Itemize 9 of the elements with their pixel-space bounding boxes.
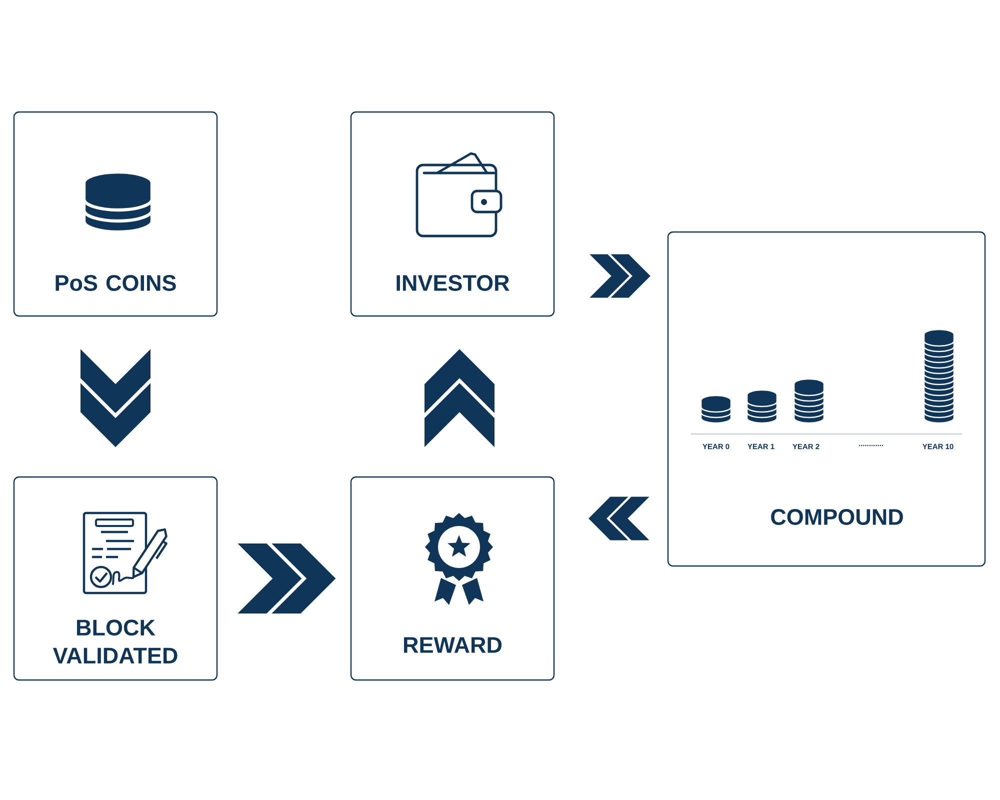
chevron-arrow xyxy=(424,349,494,448)
step-card: REWARD xyxy=(350,476,555,681)
step-card: INVESTOR xyxy=(350,111,555,317)
step-card: PoS COINS xyxy=(13,111,218,317)
step-card: BLOCK VALIDATED xyxy=(13,476,218,681)
chevron-arrow xyxy=(588,496,650,540)
chevron-arrow xyxy=(590,254,650,298)
chevron-arrow xyxy=(238,544,336,614)
chevron-arrow xyxy=(80,349,150,448)
